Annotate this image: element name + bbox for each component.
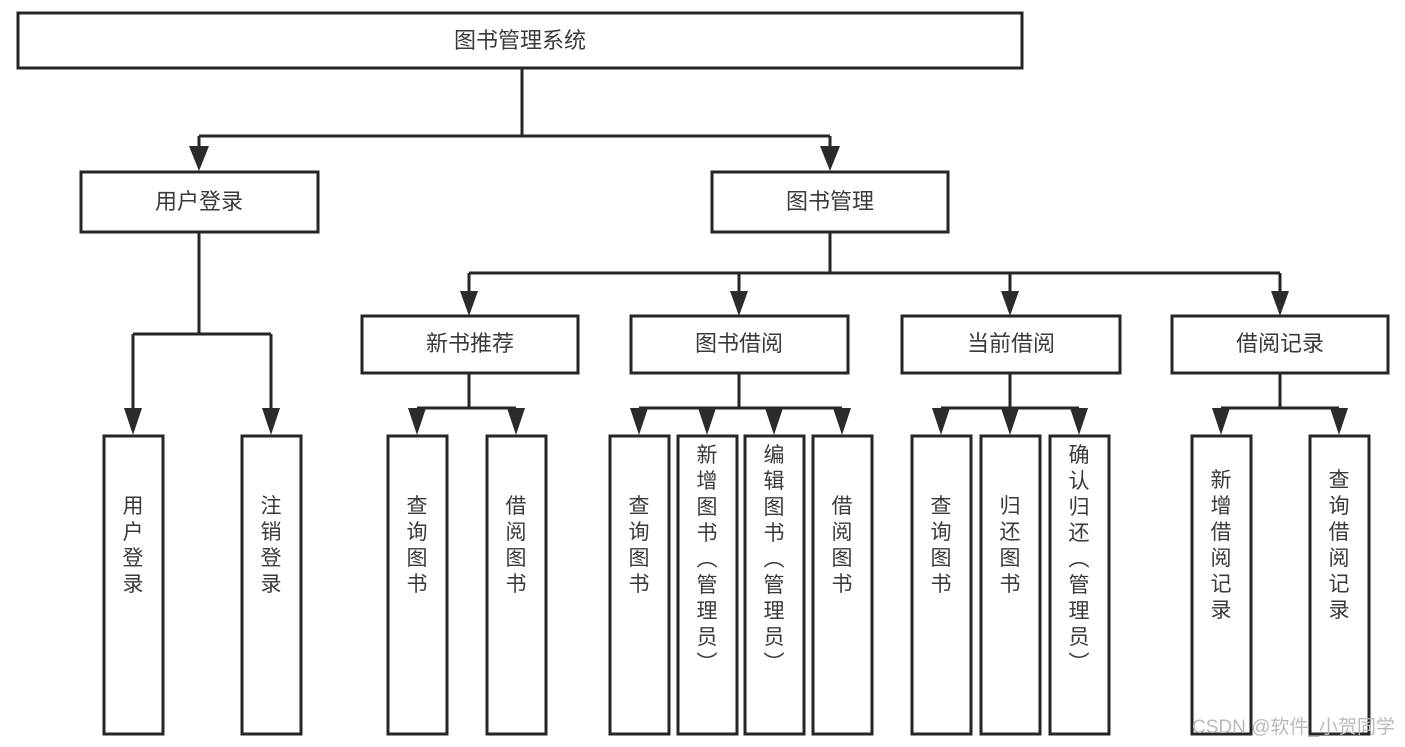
node-newbook[interactable]: 新书推荐: [360, 314, 580, 375]
connector-group-bookmgmt-to-level3: [460, 232, 1289, 316]
node-bookmgmt-box[interactable]: [710, 170, 950, 234]
node-current[interactable]: 当前借阅: [900, 314, 1122, 375]
node-records[interactable]: 借阅记录: [1170, 314, 1390, 375]
node-borrow[interactable]: 图书借阅: [629, 314, 850, 375]
node-login[interactable]: 用户登录: [79, 170, 320, 234]
node-bookmgmt-label: 图书管理: [786, 189, 874, 214]
node-records-box[interactable]: [1170, 314, 1390, 375]
node-leaf-records-2-box[interactable]: [1308, 434, 1371, 736]
arrowhead-newbook-leaf-1: [408, 408, 426, 435]
node-leaf-newbook-1-label: 查询图书: [407, 495, 428, 596]
node-leaf-newbook-2-label: 借阅图书: [506, 495, 527, 596]
node-leaf-borrow-2-box[interactable]: [676, 434, 739, 736]
node-leaf-current-3[interactable]: 确认归还︵管理员︶: [1048, 434, 1111, 736]
node-borrow-label: 图书借阅: [695, 331, 783, 356]
node-leaf-login-1[interactable]: 用户登录: [102, 434, 165, 736]
node-current-box[interactable]: [900, 314, 1122, 375]
arrowhead-current-leaf-2: [1001, 408, 1019, 435]
node-leaf-current-3-label: 确认归还︵管理员︶: [1069, 444, 1090, 675]
node-leaf-borrow-1-label: 查询图书: [629, 495, 650, 596]
arrowhead-current-leaf-1: [932, 408, 950, 435]
node-leaf-records-2[interactable]: 查询借阅记录: [1308, 434, 1371, 736]
node-leaf-borrow-4-box[interactable]: [811, 434, 874, 736]
node-leaf-newbook-1-box[interactable]: [386, 434, 449, 736]
node-leaf-current-2-box[interactable]: [979, 434, 1042, 736]
watermark-label: CSDN @软件_小贺同学: [1192, 716, 1395, 738]
connector-group-login-to-leaves: [124, 232, 280, 435]
arrowhead-login-leaf-2: [262, 408, 280, 435]
node-leaf-login-1-label: 用户登录: [123, 495, 144, 596]
arrowhead-root-to-login: [189, 146, 209, 171]
node-leaf-current-3-box[interactable]: [1048, 434, 1111, 736]
node-leaf-newbook-2-box[interactable]: [485, 434, 548, 736]
node-leaf-current-2[interactable]: 归还图书: [979, 434, 1042, 736]
node-leaf-newbook-1[interactable]: 查询图书: [386, 434, 449, 736]
node-leaf-borrow-3-box[interactable]: [743, 434, 806, 736]
arrowhead-bookmgmt-records: [1271, 291, 1289, 316]
node-leaf-borrow-4[interactable]: 借阅图书: [811, 434, 874, 736]
node-leaf-login-2[interactable]: 注销登录: [240, 434, 303, 736]
node-leaf-login-2-label: 注销登录: [261, 495, 282, 596]
connector-group-borrow-to-leaves: [630, 373, 851, 435]
node-root[interactable]: 图书管理系统: [16, 11, 1024, 70]
node-login-label: 用户登录: [155, 189, 243, 214]
node-bookmgmt[interactable]: 图书管理: [710, 170, 950, 234]
node-leaf-current-1-label: 查询图书: [931, 495, 952, 596]
node-newbook-box[interactable]: [360, 314, 580, 375]
node-leaf-current-2-label: 归还图书: [1000, 495, 1021, 596]
node-leaf-borrow-1[interactable]: 查询图书: [608, 434, 671, 736]
node-current-label: 当前借阅: [967, 331, 1055, 356]
node-leaf-current-1[interactable]: 查询图书: [910, 434, 973, 736]
arrowhead-records-leaf-2: [1330, 408, 1348, 435]
node-newbook-label: 新书推荐: [426, 331, 514, 356]
connector-group-records-to-leaves: [1212, 373, 1348, 435]
connector-group-root-to-level2: [189, 68, 840, 171]
arrowhead-bookmgmt-borrow: [730, 291, 748, 316]
node-leaf-login-2-box[interactable]: [240, 434, 303, 736]
node-root-label: 图书管理系统: [454, 28, 586, 53]
node-leaf-borrow-2-label: 新增图书︵管理员︶: [697, 444, 718, 675]
arrowhead-borrow-leaf-3: [765, 408, 783, 435]
node-leaf-newbook-2[interactable]: 借阅图书: [485, 434, 548, 736]
node-leaf-login-1-box[interactable]: [102, 434, 165, 736]
node-leaf-borrow-2[interactable]: 新增图书︵管理员︶: [676, 434, 739, 736]
node-login-box[interactable]: [79, 170, 320, 234]
arrowhead-bookmgmt-newbook: [460, 291, 478, 316]
arrowhead-records-leaf-1: [1212, 408, 1230, 435]
connector-group-current-to-leaves: [932, 373, 1088, 435]
node-leaf-borrow-3[interactable]: 编辑图书︵管理员︶: [743, 434, 806, 736]
connector-group-newbook-to-leaves: [408, 373, 525, 435]
arrowhead-current-leaf-3: [1070, 408, 1088, 435]
node-leaf-borrow-4-label: 借阅图书: [832, 495, 853, 596]
arrowhead-borrow-leaf-2: [698, 408, 716, 435]
node-leaf-borrow-1-box[interactable]: [608, 434, 671, 736]
node-leaf-records-2-label: 查询借阅记录: [1329, 469, 1350, 622]
node-borrow-box[interactable]: [629, 314, 850, 375]
arrowhead-bookmgmt-current: [1001, 291, 1019, 316]
node-leaf-records-1[interactable]: 新增借阅记录: [1190, 434, 1253, 736]
arrowhead-root-to-bookmgmt: [820, 146, 840, 171]
node-records-label: 借阅记录: [1236, 331, 1324, 356]
arrowhead-borrow-leaf-1: [630, 408, 648, 435]
node-leaf-borrow-3-label: 编辑图书︵管理员︶: [764, 444, 785, 675]
node-root-box[interactable]: [16, 11, 1024, 70]
node-leaf-records-1-box[interactable]: [1190, 434, 1253, 736]
node-leaf-records-1-label: 新增借阅记录: [1211, 469, 1232, 622]
arrowhead-newbook-leaf-2: [507, 408, 525, 435]
node-leaf-current-1-box[interactable]: [910, 434, 973, 736]
arrowhead-borrow-leaf-4: [833, 408, 851, 435]
arrowhead-login-leaf-1: [124, 408, 142, 435]
